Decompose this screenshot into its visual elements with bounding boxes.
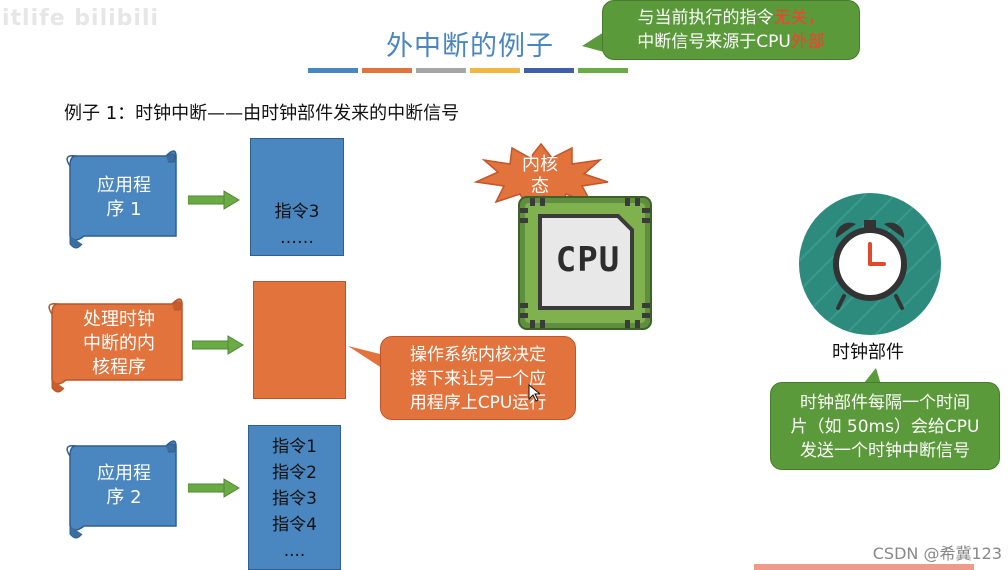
mouse-cursor-icon [528, 384, 540, 402]
scroll-app2: 应用程 序 2 [62, 434, 180, 542]
watermark: itlife bilibili [2, 6, 160, 31]
clock-callout-line3: 发送一个时钟中断信号 [800, 441, 970, 461]
clock-callout: 时钟部件每隔一个时间 片（如 50ms）会给CPU 发送一个时钟中断信号 [770, 382, 1000, 470]
scroll-app1: 应用程 序 1 [62, 144, 180, 252]
clock-caption: 时钟部件 [832, 342, 904, 363]
box3-line5: .... [283, 541, 306, 561]
top-callout: 与当前执行的指令无关， 中断信号来源于CPU外部 [602, 0, 860, 60]
os-callout-pointer [348, 346, 388, 372]
decor-bar-3 [416, 68, 466, 73]
scroll-handler-line1: 处理时钟 [83, 309, 155, 330]
box3-line1: 指令1 [272, 437, 317, 457]
slide-title: 外中断的例子 [386, 31, 554, 62]
box3-line2: 指令2 [272, 463, 317, 483]
alarm-clock-icon [799, 193, 941, 335]
top-callout-line1: 与当前执行的指令 [637, 8, 774, 28]
top-callout-line2: 中断信号来源于CPU [637, 32, 791, 52]
os-callout-line3: 用程序上CPU运行 [409, 393, 547, 413]
instruction-box-app1: 指令3 …… [250, 138, 344, 256]
os-callout-line1: 操作系统内核决定 [410, 345, 546, 365]
decor-bar-1 [308, 68, 358, 73]
kernel-burst-label: 内核 态 [505, 154, 575, 198]
scroll-app2-line2: 序 2 [106, 487, 142, 508]
instruction-box-app2: 指令1 指令2 指令3 指令4 .... [248, 425, 341, 570]
scroll-handler-line3: 核程序 [92, 357, 146, 378]
instruction-box-handler [253, 281, 346, 399]
kernel-burst-line1: 内核 [522, 154, 558, 175]
top-callout-line1-red: 无关， [773, 8, 825, 28]
example-subtitle: 例子 1：时钟中断——由时钟部件发来的中断信号 [64, 103, 460, 124]
scroll-app2-line1: 应用程 [97, 463, 151, 484]
top-callout-pointer [582, 32, 604, 52]
scroll-app1-line2: 序 1 [106, 199, 142, 220]
decor-bar-5 [524, 68, 574, 73]
box1-line1: 指令3 [274, 202, 320, 222]
os-callout-line2: 接下来让另一个应 [410, 369, 546, 389]
clock-callout-line2: 片（如 50ms）会给CPU [790, 417, 980, 437]
scroll-handler: 处理时钟 中断的内 核程序 [44, 292, 186, 396]
os-callout: 操作系统内核决定 接下来让另一个应 用程序上CPU运行 [380, 336, 576, 420]
top-callout-line2-red: 外部 [790, 32, 825, 52]
cpu-chip-icon [518, 196, 652, 330]
scroll-handler-line2: 中断的内 [83, 333, 155, 354]
scroll-app1-line1: 应用程 [97, 175, 151, 196]
arrow-app1 [188, 190, 240, 210]
decor-bar-6 [578, 68, 628, 73]
clock-callout-line1: 时钟部件每隔一个时间 [800, 393, 970, 413]
decor-bar-4 [470, 68, 520, 73]
arrow-handler [192, 335, 244, 355]
kernel-burst-line2: 态 [531, 176, 549, 197]
box3-line4: 指令4 [272, 515, 317, 535]
box1-line2: …… [280, 228, 314, 248]
cpu-label: CPU [555, 240, 621, 280]
csdn-watermark: CSDN @希冀123 [872, 544, 1002, 563]
arrow-app2 [188, 478, 240, 498]
decor-bar-2 [362, 68, 412, 73]
footer-strip [754, 564, 974, 570]
box3-line3: 指令3 [272, 489, 317, 509]
